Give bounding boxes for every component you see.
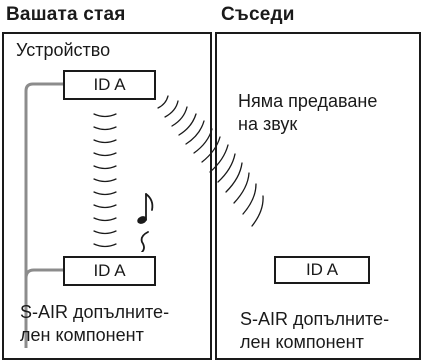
neighbour-device-id-box: ID A (274, 256, 370, 284)
no-sound-message: Няма предаване на звук (238, 90, 377, 136)
bottom-device-id-box: ID A (63, 256, 156, 286)
no-sound-message-line2: на звук (238, 114, 298, 134)
left-caption-line2: лен компонент (20, 325, 144, 345)
bottom-device-id-label: ID A (93, 261, 126, 280)
no-sound-message-line1: Няма предаване (238, 91, 378, 111)
neighbour-device-id-label: ID A (305, 260, 339, 279)
right-caption-line2: лен компонент (240, 332, 364, 352)
device-title: Устройство (16, 40, 111, 60)
right-caption: S-AIR допълните- лен компонент (240, 308, 389, 354)
left-panel-heading: Вашата стая (6, 4, 126, 25)
top-device-id-label: ID A (93, 75, 126, 94)
top-device-id-box: ID A (63, 70, 156, 100)
left-caption: S-AIR допълните- лен компонент (20, 301, 169, 347)
right-panel-heading: Съседи (221, 4, 295, 25)
neighbours-panel (215, 32, 421, 360)
left-caption-line1: S-AIR допълните- (20, 302, 170, 322)
music-note-icon (137, 193, 154, 252)
right-caption-line1: S-AIR допълните- (240, 309, 390, 329)
